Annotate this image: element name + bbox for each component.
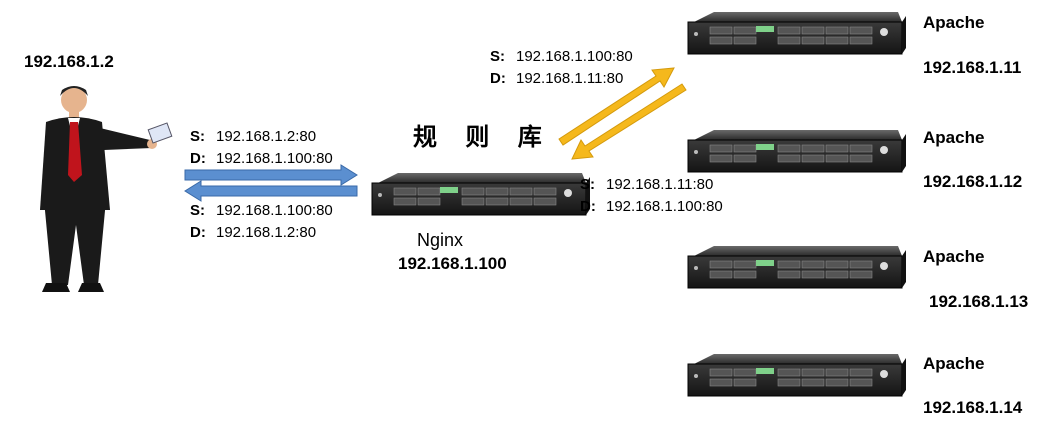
backend-name-label-2: Apache [923, 128, 985, 147]
client-person-icon [40, 86, 173, 292]
nginx-to-client-packet: S: 192.168.1.100:80 D: 192.168.1.2:80 [190, 200, 333, 244]
client-ip-label: 192.168.1.2 [24, 52, 114, 71]
src-key: S: [190, 202, 205, 219]
packet-dst-row: D: 192.168.1.11:80 [490, 68, 633, 90]
nginx-to-backend-arrow [558, 67, 675, 146]
backend-ip-label-3: 192.168.1.13 [929, 292, 1029, 311]
dst-value: 192.168.1.2:80 [216, 224, 317, 241]
src-value: 192.168.1.100:80 [516, 48, 633, 65]
src-value: 192.168.1.11:80 [606, 176, 714, 193]
dst-key: D: [490, 70, 506, 87]
dst-key: D: [190, 150, 206, 167]
backend-name-label-3: Apache [923, 247, 985, 266]
backend-server-icon-4 [687, 353, 907, 397]
dst-value: 192.168.1.11:80 [516, 70, 624, 87]
backend-name-label-1: Apache [923, 13, 985, 32]
backend-ip-label-2: 192.168.1.12 [923, 172, 1023, 191]
backend-server-icon-1 [687, 11, 907, 55]
nginx-server-icon [371, 172, 591, 216]
packet-src-row: S: 192.168.1.100:80 [490, 46, 633, 68]
backend-server-icon-3 [687, 245, 907, 289]
nginx-to-client-arrow [184, 180, 358, 202]
backend-to-nginx-packet: S: 192.168.1.11:80 D: 192.168.1.100:80 [580, 174, 723, 218]
src-value: 192.168.1.100:80 [216, 202, 333, 219]
backend-to-nginx-arrow [571, 83, 687, 160]
backend-ip-label-4: 192.168.1.14 [923, 398, 1023, 417]
packet-dst-row: D: 192.168.1.100:80 [190, 148, 333, 170]
src-value: 192.168.1.2:80 [216, 128, 317, 145]
dst-key: D: [190, 224, 206, 241]
dst-value: 192.168.1.100:80 [216, 150, 333, 167]
src-key: S: [580, 176, 595, 193]
packet-src-row: S: 192.168.1.2:80 [190, 126, 333, 148]
packet-src-row: S: 192.168.1.100:80 [190, 200, 333, 222]
src-key: S: [490, 48, 505, 65]
nginx-name-label: Nginx [417, 230, 464, 250]
packet-dst-row: D: 192.168.1.100:80 [580, 196, 723, 218]
backend-server-icon-2 [687, 129, 907, 173]
nginx-to-backend-packet: S: 192.168.1.100:80 D: 192.168.1.11:80 [490, 46, 633, 90]
nginx-ip-label: 192.168.1.100 [398, 254, 507, 273]
client-to-nginx-packet: S: 192.168.1.2:80 D: 192.168.1.100:80 [190, 126, 333, 170]
src-key: S: [190, 128, 205, 145]
backend-name-label-4: Apache [923, 354, 985, 373]
rules-library-label: 规 则 库 [413, 122, 552, 151]
packet-dst-row: D: 192.168.1.2:80 [190, 222, 333, 244]
backend-ip-label-1: 192.168.1.11 [923, 58, 1022, 77]
packet-src-row: S: 192.168.1.11:80 [580, 174, 723, 196]
dst-key: D: [580, 198, 596, 215]
dst-value: 192.168.1.100:80 [606, 198, 723, 215]
